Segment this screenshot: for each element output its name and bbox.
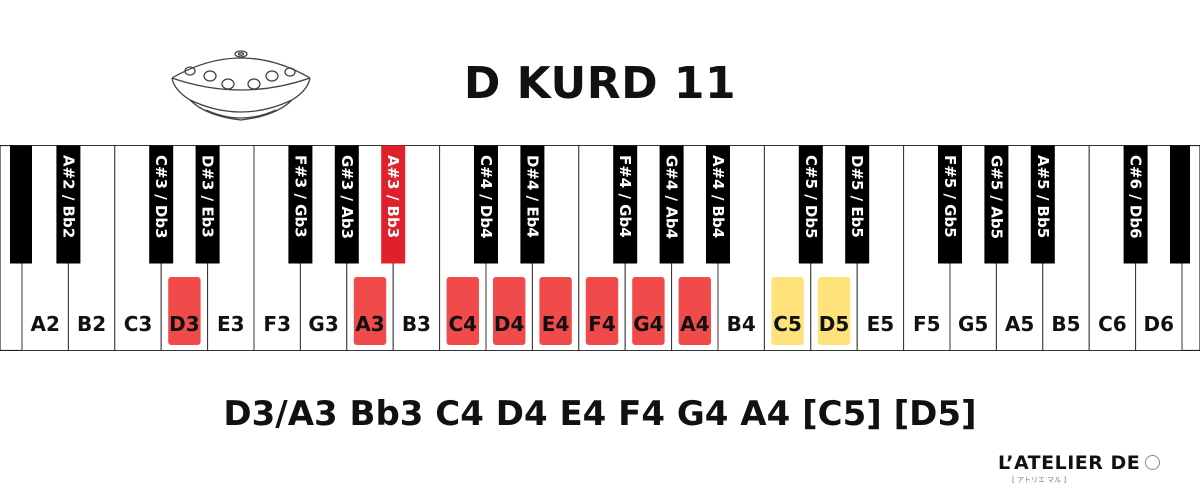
black-key-label: D#4 / Eb4 [523, 155, 541, 238]
black-key [149, 145, 174, 264]
note-highlight [493, 277, 526, 345]
note-highlight [817, 277, 851, 345]
black-key [288, 145, 313, 264]
black-key [659, 145, 684, 264]
white-key-label: A2 [30, 312, 59, 336]
white-key-label: F4 [588, 312, 616, 336]
handpan-icon [166, 44, 316, 140]
white-key-label: F3 [263, 312, 291, 336]
brand-name: L’ATELIER DE [998, 452, 1141, 474]
scale-notes: D3/A3 Bb3 C4 D4 E4 F4 G4 A4 [C5] [D5] [223, 394, 977, 434]
white-key-label: G4 [633, 312, 663, 336]
white-key-label: D4 [494, 312, 525, 336]
black-key-label: G#3 / Ab3 [338, 155, 356, 239]
page-title: D KURD 11 [463, 58, 737, 109]
black-key [1123, 145, 1148, 264]
black-key-label: A#4 / Bb4 [709, 155, 727, 238]
note-highlight [678, 277, 711, 345]
white-key-label: C5 [773, 312, 802, 336]
white-key-label: D6 [1144, 312, 1175, 336]
white-key-label: B2 [77, 312, 106, 336]
white-key-label: D3 [169, 312, 200, 336]
black-key-label: C#5 / Db5 [802, 155, 820, 239]
white-key-label: C4 [449, 312, 478, 336]
white-key-label: E5 [867, 312, 895, 336]
white-key-label: C6 [1098, 312, 1127, 336]
black-key [474, 145, 498, 264]
brand-logo: L’ATELIER DE [ アトリエ マル ] [998, 452, 1161, 485]
black-key-label: C#6 / Db6 [1127, 155, 1145, 239]
white-key-label: G5 [958, 312, 988, 336]
white-key-label: D5 [819, 312, 850, 336]
black-key [381, 145, 406, 264]
white-key-label: C3 [124, 312, 153, 336]
note-highlight [353, 277, 387, 345]
white-key-label: B5 [1051, 312, 1080, 336]
black-key [984, 145, 1009, 264]
white-key-label: B3 [402, 312, 431, 336]
black-key-label: C#3 / Db3 [152, 155, 170, 239]
black-key [1030, 145, 1055, 264]
white-key-label: A3 [355, 312, 384, 336]
note-highlight [539, 277, 572, 345]
black-key-label: D#3 / Eb3 [199, 155, 217, 238]
white-key-label: E4 [542, 312, 570, 336]
piano-keyboard: A2 B2 C3 D3 E3 F3 G3 A3 B3 C4 D4 E4 F4 G4 A4 B4 C5 D5 E5 F5… [0, 145, 1200, 351]
white-key-label: G3 [308, 312, 338, 336]
black-key-label: D#5 / Eb5 [848, 155, 866, 238]
black-key-label: G#4 / Ab4 [663, 155, 681, 239]
black-key [1170, 145, 1190, 264]
brand-subtitle: [ アトリエ マル ] [1012, 476, 1067, 484]
white-key-label: A5 [1005, 312, 1034, 336]
white-key-label: B4 [727, 312, 756, 336]
circle-outline-icon [1145, 455, 1161, 470]
black-key [195, 145, 220, 264]
note-highlight [632, 277, 665, 345]
black-key [845, 145, 870, 264]
black-key-label: A#5 / Bb5 [1034, 155, 1052, 238]
white-key-label: E3 [217, 312, 245, 336]
black-key [56, 145, 81, 264]
note-highlight [585, 277, 619, 345]
black-key [520, 145, 545, 264]
black-key-label: F#4 / Gb4 [616, 155, 634, 238]
black-key-label: F#3 / Gb3 [291, 155, 309, 238]
black-key [613, 145, 638, 264]
black-key-label: A#3 / Bb3 [384, 155, 402, 238]
note-highlight [446, 277, 479, 345]
black-key [706, 145, 730, 264]
black-key [334, 145, 359, 264]
black-key-label: G#5 / Ab5 [987, 155, 1005, 239]
note-highlight [771, 277, 804, 345]
black-key-label: F#5 / Gb5 [941, 155, 959, 238]
black-key-label: A#2 / Bb2 [59, 155, 77, 238]
white-key-label: F5 [913, 312, 941, 336]
black-key [938, 145, 962, 264]
black-key [798, 145, 823, 264]
black-key [10, 145, 32, 264]
white-key-label: A4 [680, 312, 709, 336]
note-highlight [168, 277, 201, 345]
keyboard-svg: A2 B2 C3 D3 E3 F3 G3 A3 B3 C4 D4 E4 F4 G4 A4 B4 C5 D5 E5 F5… [0, 145, 1200, 351]
black-key-label: C#4 / Db4 [477, 155, 495, 239]
